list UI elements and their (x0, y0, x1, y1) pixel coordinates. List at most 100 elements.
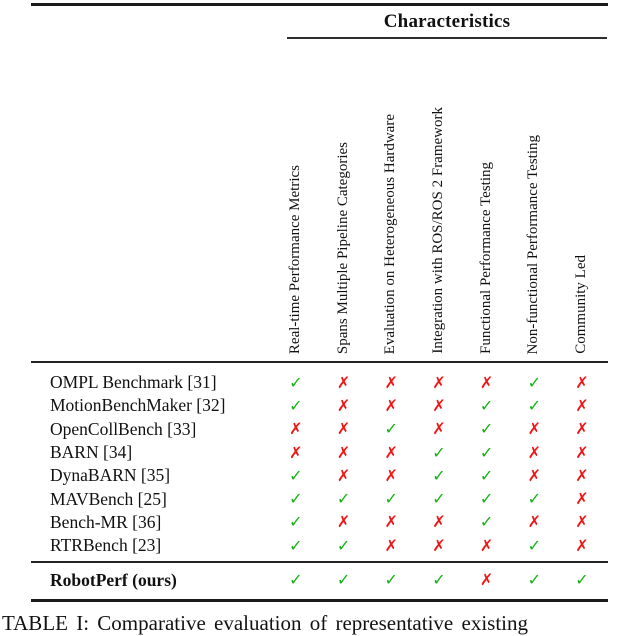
check-mark: ✓ (289, 512, 303, 532)
cross-mark: ✗ (384, 535, 398, 555)
bottom-rule (31, 599, 608, 602)
cross-mark: ✗ (384, 512, 398, 532)
check-mark: ✓ (289, 489, 303, 509)
row-label: RTRBench [23] (50, 535, 162, 556)
cross-mark: ✗ (479, 372, 494, 392)
cross-mark: ✗ (575, 419, 589, 439)
check-mark: ✓ (432, 442, 446, 462)
cross-mark: ✗ (527, 512, 541, 532)
column-header-1: Spans Multiple Pipeline Categories (320, 41, 368, 356)
cross-mark: ✗ (575, 442, 589, 462)
table-row: DynaBARN [35] ✓ ✗ ✗ ✓ ✓ ✗ ✗ (31, 464, 608, 487)
cross-mark: ✗ (384, 395, 398, 415)
row-label: RobotPerf (ours) (50, 569, 177, 590)
check-mark: ✓ (575, 570, 589, 589)
cross-mark: ✗ (289, 442, 303, 462)
cross-mark: ✗ (432, 419, 446, 439)
column-header-3: Integration with ROS/ROS 2 Framework (415, 41, 463, 356)
check-mark: ✓ (289, 535, 303, 555)
table-caption: TABLE I: Comparative evaluation of repre… (2, 611, 528, 635)
check-mark: ✓ (289, 395, 303, 415)
column-header-4: Functional Performance Testing (463, 41, 511, 356)
check-mark: ✓ (527, 395, 541, 415)
table-row: OMPL Benchmark [31] ✓ ✗ ✗ ✗ ✗ ✓ ✗ (31, 371, 608, 394)
highlight-row-container: RobotPerf (ours) ✓ ✓ ✓ ✓ ✗ ✓ ✓ (31, 563, 608, 597)
cross-mark: ✗ (575, 535, 589, 555)
row-label: BARN [34] (50, 442, 133, 463)
check-mark: ✓ (479, 442, 494, 462)
cross-mark: ✗ (432, 395, 446, 415)
header-body-rule (31, 361, 608, 363)
check-mark: ✓ (289, 372, 303, 392)
row-label: OpenCollBench [33] (50, 418, 197, 439)
column-header-2: Evaluation on Heterogeneous Hardware (367, 41, 415, 356)
characteristics-group-header: Characteristics (287, 7, 607, 36)
check-mark: ✓ (479, 465, 494, 485)
column-header-6: Community Led (558, 41, 606, 356)
cross-mark: ✗ (336, 442, 351, 462)
cross-mark: ✗ (336, 395, 351, 415)
check-mark: ✓ (479, 395, 494, 415)
check-mark: ✓ (384, 419, 398, 439)
check-mark: ✓ (527, 535, 541, 555)
check-mark: ✓ (527, 570, 541, 589)
cross-mark: ✗ (336, 372, 351, 392)
cross-mark: ✗ (575, 465, 589, 485)
column-header-label: Spans Multiple Pipeline Categories (334, 141, 351, 354)
column-header-5: Non-functional Performance Testing (510, 41, 558, 356)
row-label: MAVBench [25] (50, 488, 167, 509)
table-row: MotionBenchMaker [32] ✓ ✗ ✗ ✗ ✓ ✓ ✗ (31, 394, 608, 417)
cross-mark: ✗ (289, 419, 303, 439)
check-mark: ✓ (527, 372, 541, 392)
check-mark: ✓ (384, 570, 398, 589)
cross-mark: ✗ (527, 465, 541, 485)
cross-mark: ✗ (575, 395, 589, 415)
check-mark: ✓ (432, 465, 446, 485)
table-row: OpenCollBench [33]✗✗✓✗✓✗✗ (31, 418, 608, 441)
cross-mark: ✗ (384, 372, 398, 392)
check-mark: ✓ (289, 570, 303, 589)
check-mark: ✓ (432, 489, 446, 509)
check-mark: ✓ (479, 489, 494, 509)
characteristics-label: Characteristics (383, 10, 511, 32)
table-row: Bench-MR [36]✓✗✗✗✓✗✗ (31, 511, 608, 534)
column-headers: Real-time Performance Metrics Spans Multi… (272, 41, 606, 356)
cross-mark: ✗ (384, 465, 398, 485)
row-label: Bench-MR [36] (50, 511, 162, 532)
highlight-separator-rule (31, 561, 608, 563)
check-mark: ✓ (527, 489, 541, 509)
column-header-0: Real-time Performance Metrics (272, 41, 320, 356)
cross-mark: ✗ (336, 465, 351, 485)
table-row: MAVBench [25]✓✓✓✓✓✓✗ (31, 487, 608, 510)
cross-mark: ✗ (527, 442, 541, 462)
row-label: MotionBenchMaker [32] (50, 395, 226, 416)
cross-mark: ✗ (479, 535, 494, 555)
check-mark: ✓ (479, 512, 494, 532)
cross-mark: ✗ (432, 372, 446, 392)
check-mark: ✓ (384, 489, 398, 509)
column-header-label: Community Led (573, 255, 590, 354)
column-header-label: Real-time Performance Metrics (286, 164, 303, 354)
column-header-label: Evaluation on Heterogeneous Hardware (382, 113, 399, 354)
check-mark: ✓ (336, 489, 351, 509)
check-mark: ✓ (289, 465, 303, 485)
cross-mark: ✗ (432, 535, 446, 555)
cross-mark: ✗ (575, 512, 589, 532)
column-header-label: Functional Performance Testing (477, 162, 494, 354)
row-label: OMPL Benchmark [31] (50, 372, 217, 393)
top-rule (31, 3, 608, 6)
cross-mark: ✗ (575, 372, 589, 392)
table-row: RobotPerf (ours) ✓ ✓ ✓ ✓ ✗ ✓ ✓ (31, 563, 608, 597)
check-mark: ✓ (432, 570, 446, 589)
check-mark: ✓ (336, 535, 351, 555)
check-mark: ✓ (336, 570, 351, 589)
cross-mark: ✗ (336, 419, 351, 439)
column-header-label: Non-functional Performance Testing (525, 134, 542, 354)
table-row: RTRBench [23] ✓ ✓ ✗ ✗ ✗ ✓ ✗ (31, 534, 608, 557)
row-label: DynaBARN [35] (50, 465, 171, 486)
cross-mark: ✗ (479, 570, 494, 589)
table-row: BARN [34]✗✗✗✓✓✗✗ (31, 441, 608, 464)
characteristics-underline (287, 37, 607, 39)
cross-mark: ✗ (432, 512, 446, 532)
